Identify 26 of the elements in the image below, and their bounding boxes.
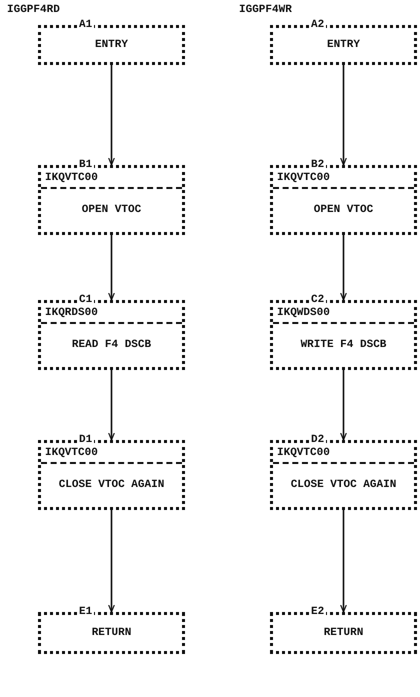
block-label: CLOSE VTOC AGAIN xyxy=(290,478,398,493)
module-heading: IGGPF4RD xyxy=(7,4,60,17)
block-label: ENTRY xyxy=(94,38,129,52)
block-label: ENTRY xyxy=(326,38,361,52)
block-label: RETURN xyxy=(322,626,364,640)
arrow xyxy=(340,370,347,441)
arrow xyxy=(108,370,115,441)
module-name: IKQVTC00 xyxy=(277,172,330,185)
arrow xyxy=(108,235,115,301)
module-name: IKQVTC00 xyxy=(277,447,330,460)
arrow xyxy=(108,65,115,166)
module-heading: IGGPF4WR xyxy=(239,4,292,17)
arrow xyxy=(340,65,347,166)
block-label: WRITE F4 DSCB xyxy=(300,338,388,353)
arrow xyxy=(340,510,347,613)
block-label: READ F4 DSCB xyxy=(70,338,152,353)
block-label: CLOSE VTOC AGAIN xyxy=(58,478,166,493)
block-label: OPEN VTOC xyxy=(312,203,374,218)
module-name: IKQVTC00 xyxy=(45,172,98,185)
module-name: IKQVTC00 xyxy=(45,447,98,460)
module-name: IKQRDS00 xyxy=(45,307,98,320)
module-name: IKQWDS00 xyxy=(277,307,330,320)
block-label: OPEN VTOC xyxy=(80,203,142,218)
arrow xyxy=(340,235,347,301)
block-label: RETURN xyxy=(90,626,132,640)
arrow xyxy=(108,510,115,613)
